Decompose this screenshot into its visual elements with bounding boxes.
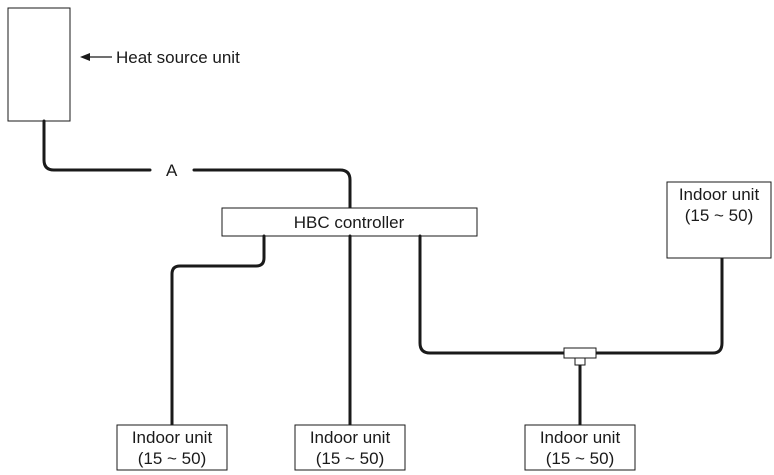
branch-joint-icon <box>563 347 597 359</box>
indoor-unit-2-box <box>294 424 406 471</box>
indoor-unit-2-capacity: (15 ~ 50) <box>316 449 385 468</box>
indoor-unit-4-box <box>666 181 772 259</box>
indoor-unit-1-box <box>116 424 228 471</box>
branch-joint-stem <box>574 357 586 366</box>
pipe-label-a: A <box>166 161 178 180</box>
indoor-unit-1-name: Indoor unit <box>132 428 213 447</box>
heat-source-arrow-icon <box>80 53 90 61</box>
pipe-a-left-segment <box>42 119 152 172</box>
indoor-unit-4-name: Indoor unit <box>679 185 760 204</box>
pipe-to-indoor-unit-1 <box>170 234 266 427</box>
indoor-unit-3-box <box>524 424 636 471</box>
hbc-controller-label: HBC controller <box>294 213 405 232</box>
indoor-unit-3-name: Indoor unit <box>540 428 621 447</box>
indoor-unit-2-name: Indoor unit <box>310 428 391 447</box>
indoor-unit-4-capacity: (15 ~ 50) <box>685 206 754 225</box>
indoor-unit-1-capacity: (15 ~ 50) <box>138 449 207 468</box>
indoor-unit-3-capacity: (15 ~ 50) <box>546 449 615 468</box>
heat-source-label: Heat source unit <box>116 48 240 67</box>
heat-source-unit-box <box>7 7 71 122</box>
pipe-a-right-segment <box>192 168 352 210</box>
